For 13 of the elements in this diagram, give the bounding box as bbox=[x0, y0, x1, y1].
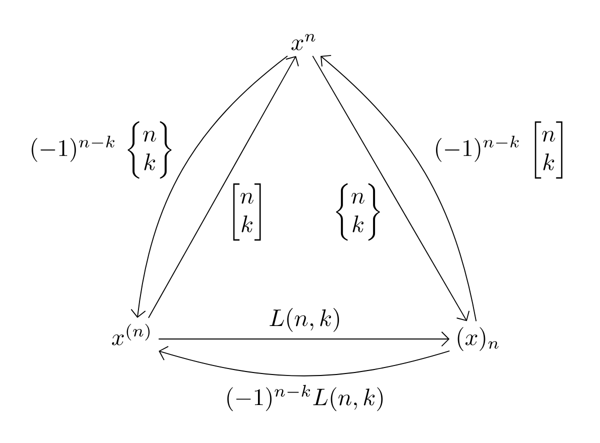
edge-label: $(-1)^{n-k}\,\begin{Bmatrix}n\\k\end{Bmatrix}$ bbox=[28, 120, 176, 180]
formula-label: $x^n$ bbox=[291, 34, 316, 50]
straight-arrow bbox=[158, 331, 450, 347]
curved-arrow bbox=[130, 55, 288, 318]
straight-arrow bbox=[148, 56, 299, 318]
edge-label: $(-1)^{n-k}\,\begin{bmatrix}n\\k\end{bmatrix}$ bbox=[432, 120, 570, 180]
edge-label: $\begin{Bmatrix}n\\k\end{Bmatrix}$ bbox=[332, 182, 384, 242]
formula-label: $x^{(n)}$ bbox=[112, 324, 150, 346]
curved-arrow bbox=[158, 346, 450, 376]
edge-label: $(-1)^{n-k}L(n,k)$ bbox=[224, 384, 386, 412]
edge-label: $\begin{bmatrix}n\\k\end{bmatrix}$ bbox=[226, 182, 268, 242]
formula-label: $(x)_n$ bbox=[458, 327, 499, 351]
edge-label: $L(n,k)$ bbox=[267, 306, 343, 334]
